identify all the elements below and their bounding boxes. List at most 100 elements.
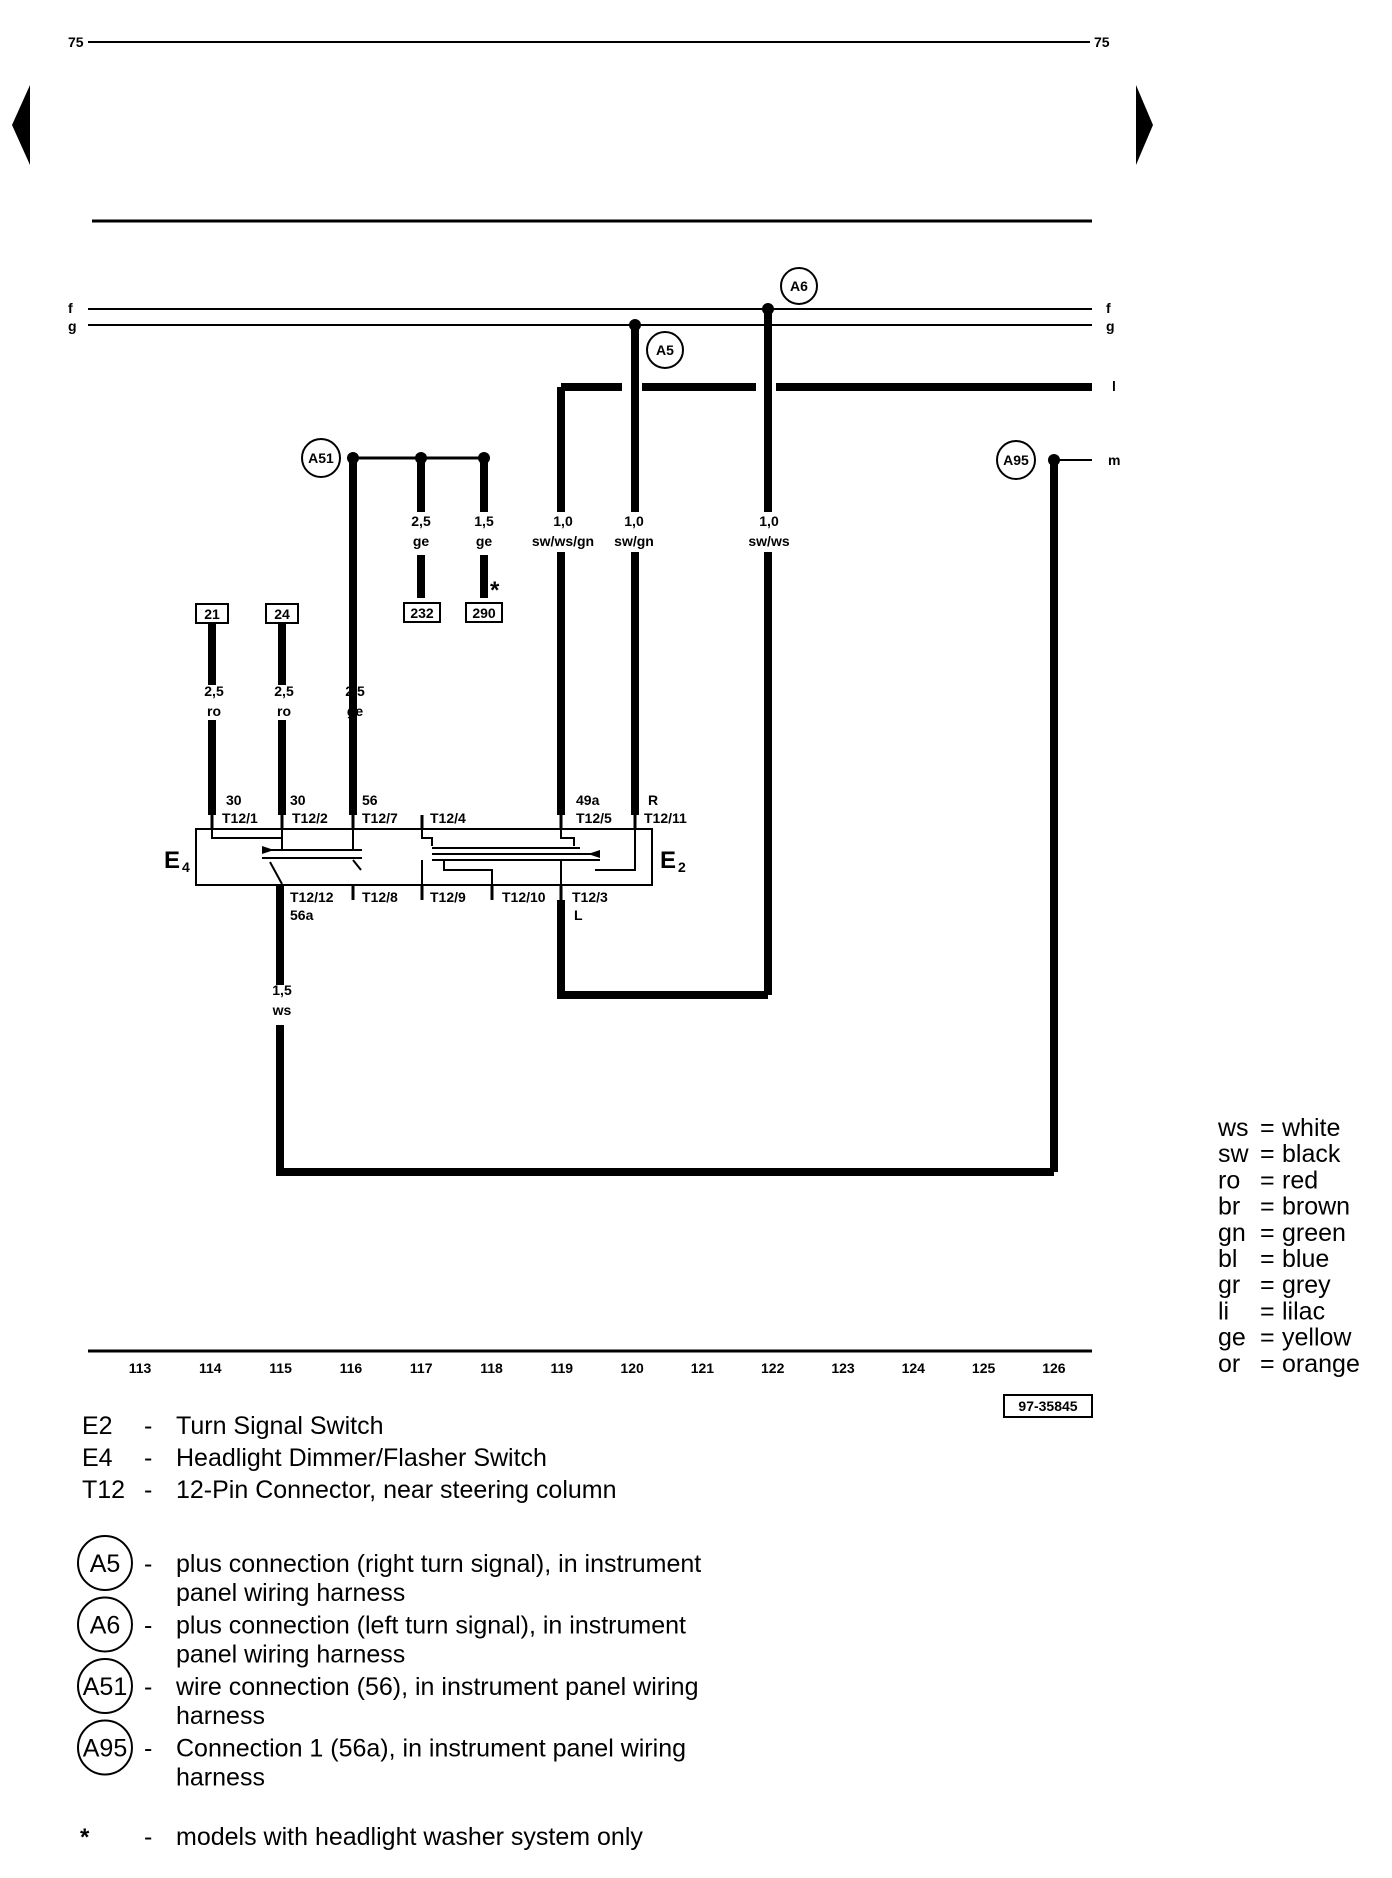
legend-code: T12 [82, 1476, 125, 1504]
terminal-label: 49a [576, 792, 600, 808]
color-equals: = [1260, 1166, 1275, 1194]
wire-color: ge [347, 703, 364, 719]
svg-text:4: 4 [182, 859, 190, 875]
pin-label: T12/10 [502, 889, 546, 905]
color-equals: = [1260, 1297, 1275, 1325]
color-equals: = [1260, 1350, 1275, 1378]
legend-connection-circle [77, 1719, 133, 1776]
color-code: gr [1218, 1271, 1240, 1299]
wire-color: ge [476, 533, 493, 549]
component-e2-label: E 2 [660, 847, 686, 875]
scale-label: 125 [972, 1360, 996, 1376]
svg-text:*: * [80, 1824, 90, 1851]
scale-label: 117 [410, 1360, 433, 1376]
wire-ref-24: 24 [265, 603, 299, 624]
footnote-star: * [490, 577, 500, 604]
color-name: red [1282, 1166, 1318, 1194]
footnote: * - models with headlight washer system … [80, 1823, 643, 1851]
wire-gauge: 2,5 [204, 683, 224, 699]
wire-color: ro [207, 703, 221, 719]
scale-label: 115 [269, 1360, 292, 1376]
scale-label: 124 [902, 1360, 926, 1376]
rail-f-label-left: f [68, 300, 73, 316]
color-code: sw [1218, 1140, 1250, 1168]
page-number-right: 75 [1094, 34, 1110, 50]
color-code: li [1218, 1297, 1229, 1325]
wire-ws-56a [276, 1025, 1054, 1176]
scale-label: 119 [551, 1360, 574, 1376]
pin-label: T12/8 [362, 889, 398, 905]
legend-dash: - [144, 1735, 152, 1763]
color-code: ge [1218, 1324, 1246, 1352]
color-code: br [1218, 1193, 1240, 1221]
pin-label: T12/2 [292, 810, 328, 826]
connection-a95: A95 [996, 440, 1036, 480]
scale-label: 122 [761, 1360, 785, 1376]
svg-text:-: - [144, 1823, 152, 1851]
color-code: gn [1218, 1219, 1246, 1247]
next-page-arrow-icon[interactable] [1136, 85, 1153, 165]
connection-legend: A5-plus connection (right turn signal), … [77, 1535, 701, 1792]
scale-label: 121 [691, 1360, 715, 1376]
pin-label: T12/11 [644, 810, 687, 826]
color-equals: = [1260, 1193, 1275, 1221]
color-name: white [1281, 1114, 1340, 1142]
svg-text:A95: A95 [1003, 452, 1029, 468]
color-name: green [1282, 1219, 1346, 1247]
legend-text: wire connection (56), in instrument pane… [175, 1673, 698, 1701]
junction-dot [629, 319, 641, 331]
wire-gauge: 1,5 [474, 513, 494, 529]
color-code: bl [1218, 1245, 1237, 1273]
legend-connection-circle [77, 1535, 133, 1591]
svg-text:2: 2 [678, 859, 686, 875]
wire-l-return [557, 900, 768, 999]
rail-l-label: l [1112, 378, 1116, 394]
legend-text: plus connection (left turn signal), in i… [176, 1612, 686, 1640]
pin-label: T12/5 [576, 810, 612, 826]
connection-a6: A6 [780, 267, 818, 305]
color-name: yellow [1282, 1324, 1352, 1352]
legend-connection-code: A6 [90, 1612, 121, 1640]
connection-a51: A51 [301, 438, 341, 478]
scale-label: 116 [340, 1360, 363, 1376]
connection-a5: A5 [646, 331, 684, 369]
terminal-label: 30 [226, 792, 242, 808]
rail-g-label-left: g [68, 318, 77, 334]
legend-text: panel wiring harness [176, 1641, 405, 1669]
rail-m-label: m [1108, 452, 1120, 468]
wire-gauge: 1,5 [272, 982, 292, 998]
scale-label: 120 [620, 1360, 644, 1376]
pin-label: T12/9 [430, 889, 466, 905]
scale-label: 123 [831, 1360, 855, 1376]
legend-connection-code: A95 [83, 1735, 127, 1763]
legend-code: E4 [82, 1444, 113, 1472]
terminal-label: 56a [290, 907, 314, 923]
legend-text: Headlight Dimmer/Flasher Switch [176, 1444, 547, 1472]
wire-gauge: 1,0 [759, 513, 779, 529]
color-name: grey [1282, 1271, 1331, 1299]
svg-text:E: E [660, 847, 676, 874]
component-e4-label: E 4 [164, 847, 190, 875]
svg-text:A5: A5 [656, 342, 674, 358]
legend-dash: - [144, 1476, 152, 1504]
wire-ref-21: 21 [195, 603, 229, 624]
legend-text: harness [176, 1702, 265, 1730]
wire-ref-290: 290 [465, 602, 503, 623]
svg-text:290: 290 [472, 605, 496, 621]
legend-connection-circle [77, 1658, 133, 1714]
scale-label: 113 [129, 1360, 152, 1376]
legend-connection-circle [77, 1596, 133, 1653]
scale-label: 126 [1042, 1360, 1066, 1376]
pin-label: T12/12 [290, 889, 334, 905]
previous-page-arrow-icon[interactable] [12, 85, 30, 165]
color-equals: = [1260, 1140, 1275, 1168]
color-equals: = [1260, 1271, 1275, 1299]
switch-contacts [211, 829, 636, 885]
legend-code: E2 [82, 1412, 113, 1440]
svg-text:21: 21 [204, 606, 220, 622]
scale-label: 118 [480, 1360, 503, 1376]
wire-color: ws [272, 1002, 292, 1018]
legend-text: plus connection (right turn signal), in … [176, 1550, 701, 1578]
